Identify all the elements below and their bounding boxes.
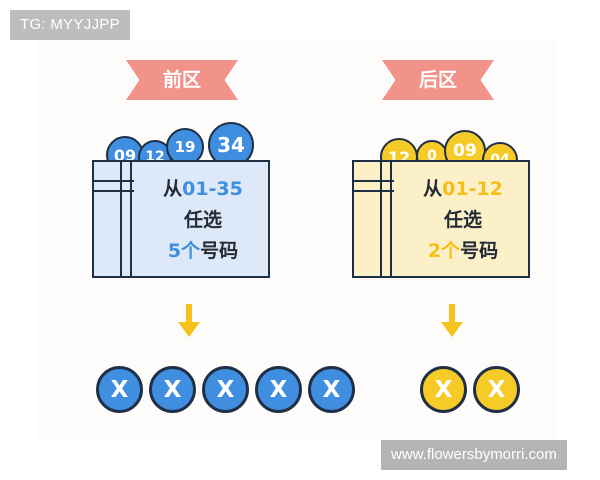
box-stripe	[354, 180, 394, 182]
back-picks: X X	[420, 366, 520, 414]
front-picks: X X X X X	[96, 366, 355, 414]
front-zone-rule: 从01-35 任选 5个号码	[144, 174, 262, 267]
rule-prefix: 从	[163, 178, 183, 200]
pick-ball: X	[202, 366, 249, 413]
front-zone-ribbon: 前区	[126, 60, 238, 100]
rule-range: 01-12	[442, 178, 503, 200]
front-zone-box: 从01-35 任选 5个号码	[92, 160, 270, 278]
pick-ball: X	[420, 366, 467, 413]
box-divider	[120, 162, 122, 276]
box-divider	[390, 162, 392, 276]
rule-choose: 任选	[443, 209, 482, 231]
pile-ball: 19	[166, 128, 204, 166]
rule-prefix: 从	[423, 178, 443, 200]
rule-suffix: 号码	[200, 240, 239, 262]
down-arrow-icon	[441, 304, 463, 337]
down-arrow-icon	[178, 304, 200, 337]
rule-count: 5个	[167, 240, 201, 262]
rule-suffix: 号码	[460, 240, 499, 262]
watermark-top-left: TG: MYYJJPP	[10, 10, 130, 40]
pick-ball: X	[255, 366, 302, 413]
rule-range: 01-35	[182, 178, 243, 200]
back-zone-box: 从01-12 任选 2个号码	[352, 160, 530, 278]
rule-count: 2个	[427, 240, 461, 262]
pick-ball: X	[149, 366, 196, 413]
back-zone-ribbon: 后区	[382, 60, 494, 100]
box-stripe	[94, 190, 134, 192]
box-divider	[380, 162, 382, 276]
back-zone-rule: 从01-12 任选 2个号码	[404, 174, 522, 267]
rule-choose: 任选	[183, 209, 222, 231]
watermark-bottom-right: www.flowersbymorri.com	[381, 440, 567, 470]
pick-ball: X	[473, 366, 520, 413]
box-stripe	[354, 190, 394, 192]
pick-ball: X	[96, 366, 143, 413]
pick-ball: X	[308, 366, 355, 413]
box-stripe	[94, 180, 134, 182]
box-divider	[130, 162, 132, 276]
